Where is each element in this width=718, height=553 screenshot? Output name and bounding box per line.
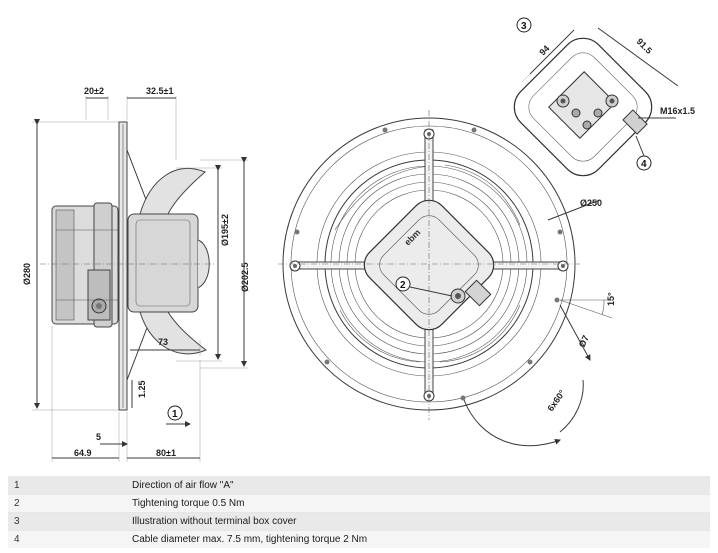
svg-text:3: 3 xyxy=(521,21,527,32)
dim-64-9: 64.9 xyxy=(74,448,92,458)
dim-7: Ø7 xyxy=(577,334,591,349)
note-text: Direction of air flow "A" xyxy=(126,476,710,495)
technical-drawing: Ø280 20±2 32.5±1 Ø195±2 Ø202.5 73 1.25 5… xyxy=(22,17,695,462)
note-text: Cable diameter max. 7.5 mm, tightening t… xyxy=(126,530,710,548)
fan-blade-upper xyxy=(139,167,206,215)
notes-row: 4 Cable diameter max. 7.5 mm, tightening… xyxy=(8,530,710,548)
notes-row: 3 Illustration without terminal box cove… xyxy=(8,512,710,531)
svg-text:1: 1 xyxy=(172,409,178,420)
svg-text:4: 4 xyxy=(641,159,647,170)
side-view: Ø280 20±2 32.5±1 Ø195±2 Ø202.5 73 1.25 5… xyxy=(22,86,250,462)
notes-row: 2 Tightening torque 0.5 Nm xyxy=(8,494,710,513)
note-number: 2 xyxy=(8,494,126,513)
note-number: 3 xyxy=(8,512,126,531)
notes-table: 1 Direction of air flow "A" 2 Tightening… xyxy=(8,476,710,548)
dim-32-5: 32.5±1 xyxy=(146,86,173,96)
callout-1 xyxy=(167,405,183,421)
rotor-hub xyxy=(127,213,199,313)
dim-1-25: 1.25 xyxy=(137,380,147,398)
dim-15-deg: 15° xyxy=(606,292,616,306)
dim-m16: M16x1.5 xyxy=(660,106,695,116)
dim-20: 20±2 xyxy=(84,86,104,96)
terminal-box-detail: 94 91.5 M16x1.5 3 4 xyxy=(513,17,695,177)
callout-2 xyxy=(395,276,411,292)
dim-80: 80±1 xyxy=(156,448,176,458)
dim-6x60: 6x60° xyxy=(545,388,567,413)
note-text: Illustration without terminal box cover xyxy=(126,512,710,531)
dim-202-5: Ø202.5 xyxy=(240,262,250,292)
note-number: 1 xyxy=(8,476,126,495)
callout-3 xyxy=(516,17,532,33)
dim-73: 73 xyxy=(158,337,168,347)
dim-280: Ø280 xyxy=(22,263,32,285)
dim-5: 5 xyxy=(96,432,101,442)
note-number: 4 xyxy=(8,530,126,548)
notes-row: 1 Direction of air flow "A" xyxy=(8,476,710,495)
dim-91-5: 91.5 xyxy=(635,36,654,55)
note-text: Tightening torque 0.5 Nm xyxy=(126,494,710,513)
svg-text:2: 2 xyxy=(400,280,406,291)
dim-195: Ø195±2 xyxy=(220,214,230,246)
dim-250: Ø250 xyxy=(580,198,602,208)
fan-blade-lower xyxy=(139,311,207,355)
